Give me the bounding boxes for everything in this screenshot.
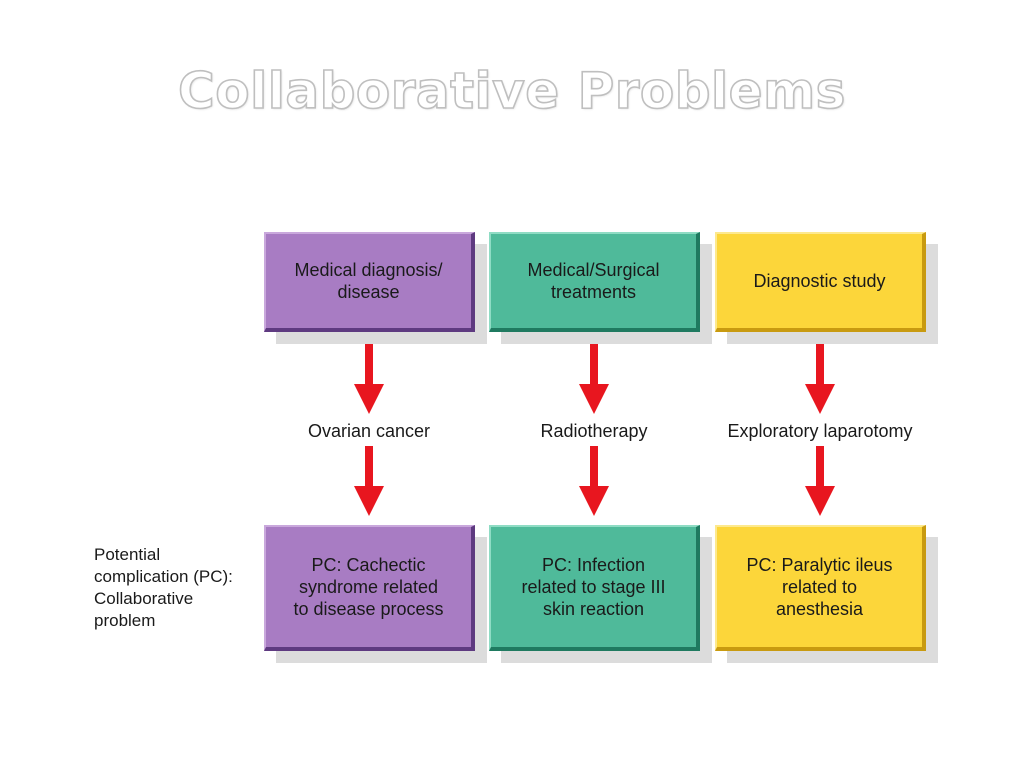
result-line: PC: Infection [541,555,646,575]
result-box-cachectic-syndrome: PC: Cachectic syndrome related to diseas… [264,525,475,651]
row-label-line: complication (PC): [94,567,233,586]
slide-title: Collaborative Problems [177,61,846,121]
header-line: Medical/Surgical [527,260,660,280]
result-line: to disease process [293,599,444,619]
row-label-line: Collaborative [94,589,194,608]
arrow-down-icon [805,344,835,416]
header-line: Diagnostic study [753,271,886,291]
example-label-radiotherapy: Radiotherapy [540,421,648,441]
header-box-text: Medical diagnosis/ disease [284,259,452,303]
header-box-text: Medical/Surgical treatments [517,259,669,303]
arrow-down-icon [354,344,384,416]
example-label-ovarian-cancer: Ovarian cancer [307,421,431,441]
row-label-potential-complication: Potential complication (PC): Collaborati… [94,544,233,632]
header-box-text: Diagnostic study [743,270,895,292]
header-line: treatments [550,282,637,302]
header-box-medical-surgical-treatments: Medical/Surgical treatments [489,232,700,332]
example-label-exploratory-laparotomy: Exploratory laparotomy [727,421,913,441]
result-line: PC: Paralytic ileus [746,555,893,575]
result-box-infection: PC: Infection related to stage III skin … [489,525,700,651]
result-line: anesthesia [775,599,864,619]
row-label-line: problem [94,611,156,630]
arrow-down-icon [579,446,609,518]
header-line: Medical diagnosis/ [294,260,443,280]
header-line: disease [337,282,400,302]
result-box-paralytic-ileus: PC: Paralytic ileus related to anesthesi… [715,525,926,651]
result-line: PC: Cachectic [311,555,426,575]
result-line: skin reaction [542,599,645,619]
arrow-down-icon [579,344,609,416]
result-box-text: PC: Infection related to stage III skin … [511,554,675,620]
row-label-line: Potential [94,545,161,564]
result-line: related to [781,577,858,597]
arrow-down-icon [354,446,384,518]
arrow-down-icon [805,446,835,518]
result-line: related to stage III [521,577,666,597]
result-box-text: PC: Paralytic ileus related to anesthesi… [736,554,902,620]
header-box-diagnostic-study: Diagnostic study [715,232,926,332]
header-box-medical-diagnosis: Medical diagnosis/ disease [264,232,475,332]
result-box-text: PC: Cachectic syndrome related to diseas… [283,554,453,620]
result-line: syndrome related [298,577,439,597]
